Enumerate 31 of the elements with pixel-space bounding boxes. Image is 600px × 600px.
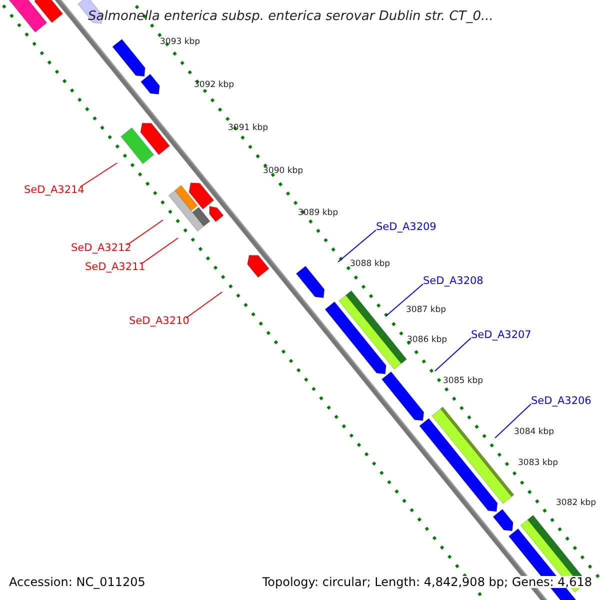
leader-line: [186, 292, 222, 318]
gene-label: SeD_A3214: [24, 185, 84, 196]
gene-label: SeD_A3208: [423, 276, 484, 286]
footer-text: Topology: circular; Length: 4,842,908 bp; Genes: 4,618: [262, 576, 592, 588]
scale-label: 3091 kbp: [228, 124, 268, 132]
scale-label: 3093 kbp: [160, 38, 200, 46]
scale-label: 3087 kbp: [406, 306, 446, 314]
leader-line: [434, 338, 472, 372]
scale-label: 3086 kbp: [407, 336, 448, 344]
scale-label: 3082 kbp: [556, 499, 596, 508]
scale-label: 3089 kbp: [298, 209, 338, 218]
scale-label: 3090 kbp: [263, 167, 304, 176]
title: Salmonella enterica subsp. enterica serovar Dublin str. CT_0...: [88, 10, 494, 23]
leader-line: [494, 404, 532, 438]
gene-label: SeD_A3212: [71, 243, 132, 254]
scale-label: 3085 kbp: [443, 377, 484, 386]
leader-line: [386, 284, 424, 316]
scale-label: 3092 kbp: [194, 81, 234, 90]
scale-label: 3084 kbp: [514, 428, 554, 436]
gene-label: SeD_A3206: [531, 396, 592, 406]
gene-label: SeD_A3209: [376, 222, 436, 232]
leader-line: [126, 220, 164, 246]
gene-label: SeD_A3211: [85, 262, 146, 272]
leader-line: [140, 238, 178, 264]
gene-label: SeD_A3207: [471, 330, 532, 340]
leader-line: [338, 230, 376, 262]
leader-line: [80, 162, 118, 188]
scale-label: 3088 kbp: [350, 260, 390, 268]
gene-label: SeD_A3210: [129, 316, 190, 326]
footer-text: Accession: NC_011205: [9, 576, 146, 588]
scale-label: 3083 kbp: [518, 459, 558, 468]
